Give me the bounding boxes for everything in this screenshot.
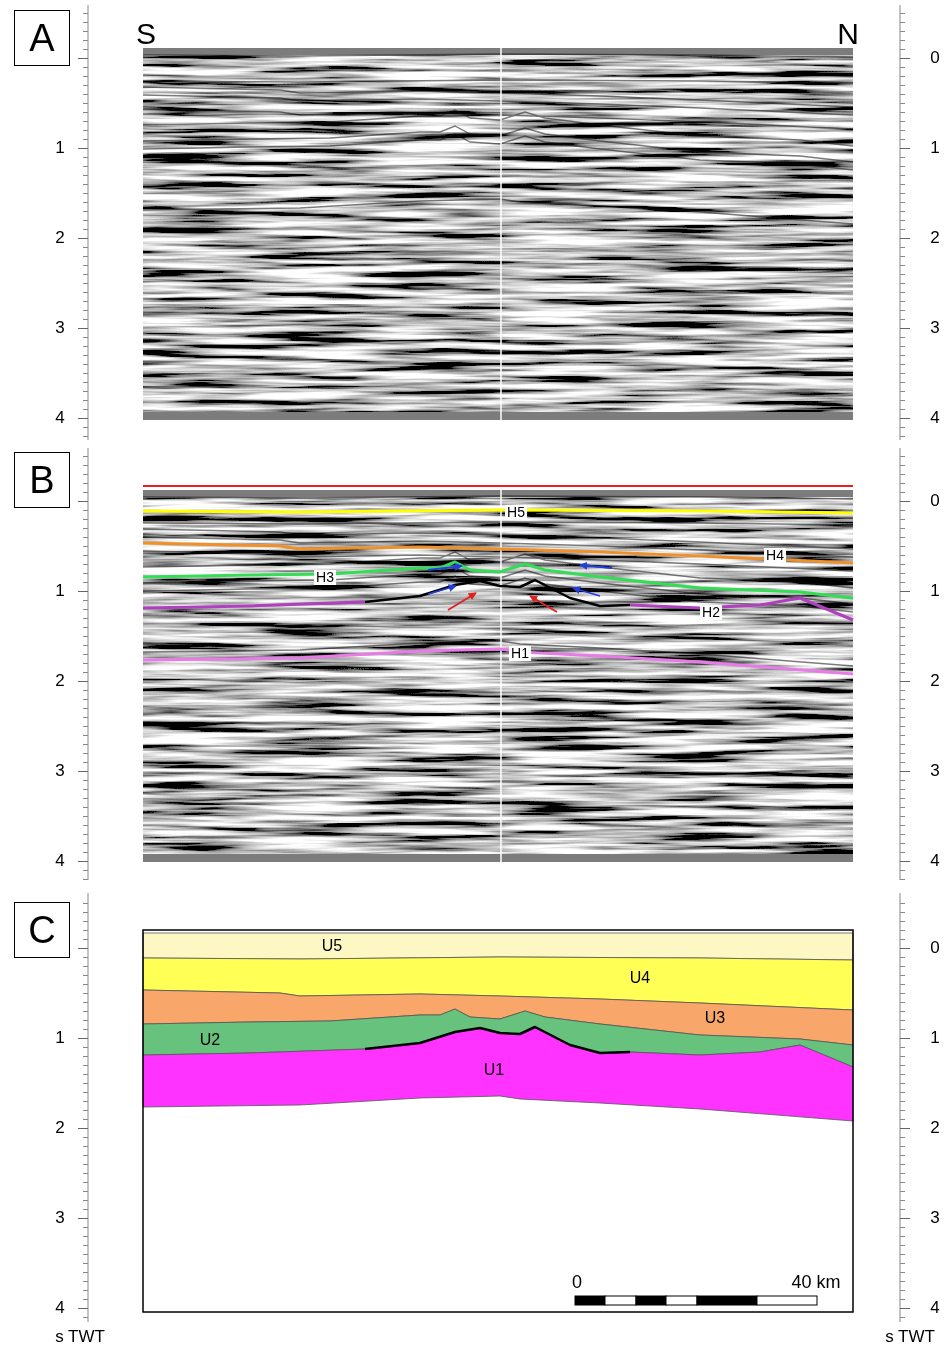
horizon-label-holder: H5 — [505, 503, 527, 521]
axis-tick: 4 — [55, 1298, 64, 1317]
axis-tick-holder: 4 — [55, 1299, 64, 1318]
axis-tick-holder: 3 — [55, 319, 64, 338]
unit-shape — [143, 933, 853, 960]
axis-tick-holder: 4 — [930, 409, 939, 428]
axis-tick-holder: 4 — [930, 1299, 939, 1318]
axis-tick-holder: 3 — [55, 762, 64, 781]
axis-tick: 1 — [930, 1028, 939, 1047]
axis-tick-holder: 1 — [930, 139, 939, 158]
axis-tick-holder: 0 — [930, 49, 939, 68]
axis-tick: 4 — [930, 1298, 939, 1317]
panel-letter-box: C — [14, 902, 70, 958]
horizon-label-holder: H3 — [314, 568, 336, 586]
horizon-label-holder: H1 — [509, 644, 531, 662]
axis-unit-holder: s TWT — [885, 1328, 935, 1347]
axis-tick-holder: 3 — [55, 1209, 64, 1228]
unit-fill — [143, 1027, 853, 1121]
axis-tick: 0 — [930, 491, 939, 510]
axis-tick-holder: 4 — [55, 852, 64, 871]
axis-tick-holder: 0 — [930, 939, 939, 958]
axis-tick: 1 — [55, 581, 64, 600]
direction-letter: N — [837, 17, 859, 50]
panel-letter: B — [29, 461, 54, 499]
axis-tick-holder: 1 — [55, 139, 64, 158]
axis-tick: 4 — [930, 851, 939, 870]
axis-tick: 1 — [930, 581, 939, 600]
scale-label: 40 km — [791, 1272, 840, 1292]
unit-label-holder: U5 — [322, 937, 342, 955]
axis-tick-holder: 1 — [930, 1029, 939, 1048]
panel-letter-box: B — [14, 452, 70, 508]
scale-label-holder: 0 — [572, 1273, 582, 1293]
direction-letter-holder: S — [136, 17, 156, 50]
horizon-label-holder: H4 — [764, 546, 786, 564]
panel-letter: A — [29, 19, 54, 57]
axis-unit: s TWT — [55, 1327, 105, 1346]
unit-label-holder: U3 — [705, 1009, 725, 1027]
axis-tick: 3 — [55, 761, 64, 780]
axis-tick-holder: 1 — [55, 582, 64, 601]
axis-tick-holder: 0 — [930, 492, 939, 511]
horizon-label: H3 — [314, 570, 336, 585]
axis-tick: 2 — [55, 1118, 64, 1137]
axis-tick-holder: 2 — [930, 1119, 939, 1138]
stratigraphic-unit: U5 — [143, 933, 853, 960]
axis-unit: s TWT — [885, 1327, 935, 1346]
axis-tick-holder: 2 — [55, 672, 64, 691]
axis-tick: 2 — [930, 1118, 939, 1137]
unit-label-holder: U4 — [630, 969, 650, 987]
axis-tick-holder: 2 — [930, 229, 939, 248]
axis-tick-holder: 1 — [930, 582, 939, 601]
unit-label: U2 — [200, 1031, 220, 1048]
unit-label: U5 — [322, 937, 342, 954]
unit-label-holder: U2 — [200, 1031, 220, 1049]
axis-tick: 0 — [930, 48, 939, 67]
axis-tick: 2 — [55, 671, 64, 690]
axis-tick: 1 — [930, 138, 939, 157]
axis-tick-holder: 3 — [930, 1209, 939, 1228]
axis-tick: 3 — [930, 761, 939, 780]
axis-tick-holder: 4 — [930, 852, 939, 871]
axis-tick: 3 — [930, 318, 939, 337]
axis-tick: 3 — [55, 1208, 64, 1227]
horizon-label-holder: H2 — [700, 603, 722, 621]
axis-tick-holder: 2 — [930, 672, 939, 691]
axis-tick: 3 — [930, 1208, 939, 1227]
axis-tick-holder: 2 — [55, 1119, 64, 1138]
axis-tick: 2 — [55, 228, 64, 247]
unit-label: U3 — [705, 1009, 725, 1026]
axis-tick: 4 — [55, 851, 64, 870]
unit-fill — [143, 933, 853, 960]
stratigraphic-unit: U1 — [143, 1027, 853, 1121]
axis-tick-holder: 2 — [55, 229, 64, 248]
unit-label: U1 — [484, 1061, 504, 1078]
axis-tick: 0 — [930, 938, 939, 957]
axis-tick-holder: 3 — [930, 319, 939, 338]
horizon-label: H2 — [700, 605, 722, 620]
axis-tick: 2 — [930, 228, 939, 247]
axis-tick: 4 — [55, 408, 64, 427]
axis-tick-holder: 4 — [55, 409, 64, 428]
panel-letter: C — [28, 911, 55, 949]
axis-tick: 1 — [55, 138, 64, 157]
unit-label: U4 — [630, 969, 650, 986]
horizon-label: H5 — [505, 505, 527, 520]
unit-label-holder: U1 — [484, 1061, 504, 1079]
axis-unit-holder: s TWT — [55, 1328, 105, 1347]
horizon-label: H4 — [764, 548, 786, 563]
scale-label: 0 — [572, 1272, 582, 1292]
axis-tick: 3 — [55, 318, 64, 337]
axis-tick-holder: 1 — [55, 1029, 64, 1048]
scale-label-holder: 40 km — [791, 1273, 840, 1293]
axis-tick-holder: 3 — [930, 762, 939, 781]
axis-tick: 1 — [55, 1028, 64, 1047]
axis-tick: 2 — [930, 671, 939, 690]
axis-tick: 4 — [930, 408, 939, 427]
horizon-label: H1 — [509, 646, 531, 661]
panel-letter-box: A — [14, 10, 70, 66]
direction-letter-holder: N — [837, 17, 859, 50]
direction-letter: S — [136, 17, 156, 50]
